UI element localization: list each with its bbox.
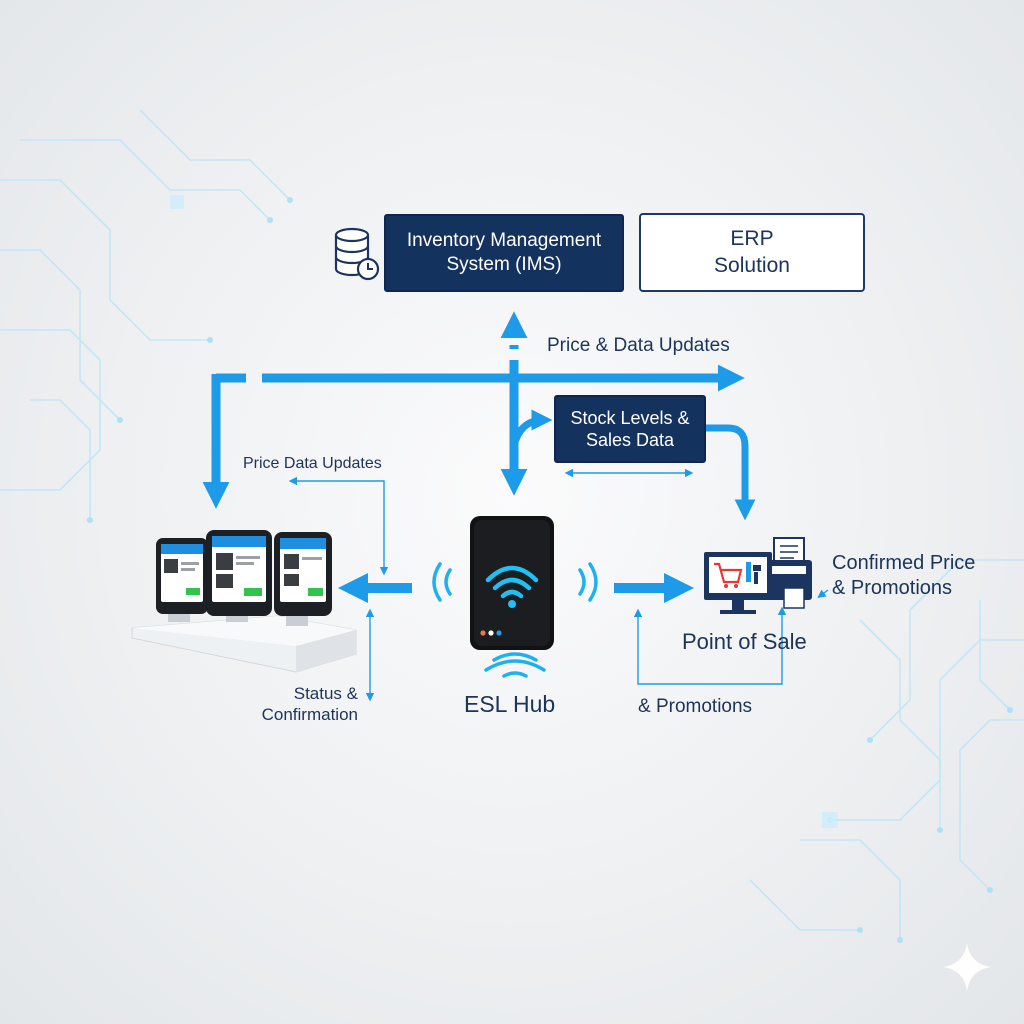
confirmed-price-promotions-label: Confirmed Price & Promotions	[832, 552, 976, 599]
price-data-updates-left-label: Price Data Updates	[243, 455, 382, 472]
thin-connectors	[288, 476, 787, 702]
erp-box: ERP Solution	[639, 213, 865, 292]
stock-sales-arrows	[510, 409, 756, 521]
pos-terminal-icon	[704, 537, 812, 614]
sparkle-icon	[943, 943, 991, 991]
status-confirmation-label: Status & Confirmation	[261, 684, 358, 725]
pos-side-arrow	[817, 589, 829, 599]
point-of-sale-label: Point of Sale	[682, 629, 807, 654]
price-data-updates-top-label: Price & Data Updates	[547, 335, 730, 356]
ims-label: Inventory Management System (IMS)	[406, 230, 602, 275]
esl-hub-label: ESL Hub	[464, 691, 556, 717]
wifi-hub-icon	[432, 516, 598, 678]
esl-tags-icon	[131, 530, 357, 673]
stock-sales-label: Stock Levels & Sales Data	[570, 407, 690, 451]
erp-label: ERP Solution	[714, 227, 790, 277]
promotions-label: & Promotions	[638, 696, 753, 717]
main-bus-arrow	[202, 364, 745, 509]
database-clock-icon	[334, 227, 380, 281]
ims-box: Inventory Management System (IMS)	[384, 214, 624, 292]
stock-sales-box: Stock Levels & Sales Data	[554, 395, 706, 463]
